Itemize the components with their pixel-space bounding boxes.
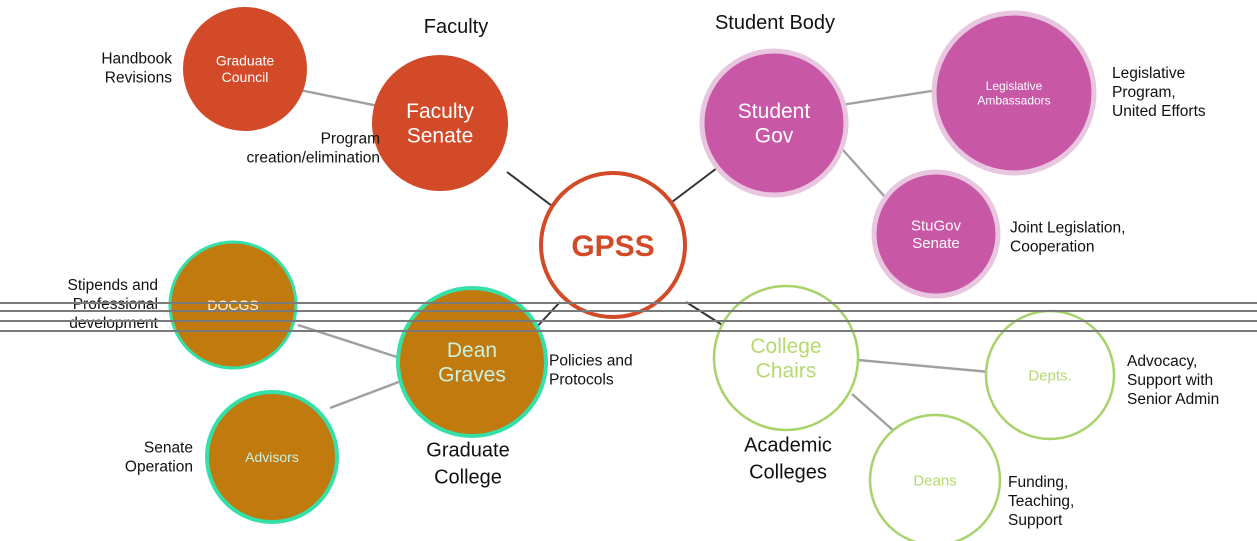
funding-annotation: Funding, Teaching, Support [1008, 474, 1074, 529]
advocacy-annotation-line: Advocacy, [1127, 353, 1197, 370]
legislative-ambassadors-node [931, 10, 1097, 176]
academic-colleges-group-label-line: Academic [744, 435, 832, 457]
render-artifact-line [0, 310, 1257, 312]
funding-annotation-line: Support [1008, 512, 1063, 529]
stipends-annotation-line: Stipends and [68, 277, 159, 294]
advocacy-annotation-line: Support with [1127, 372, 1213, 389]
deans-node-label: Deans [913, 472, 956, 489]
gpss-center-node [539, 171, 687, 319]
dean-graves-node-label-line: Graves [438, 364, 506, 387]
student-gov-link [667, 167, 718, 206]
college-chairs-node-label-line: Chairs [756, 360, 817, 383]
faculty-group-label: Faculty [424, 16, 488, 38]
advisors-node-label-line: Advisors [245, 449, 299, 465]
faculty-senate-node-label-line: Senate [407, 125, 474, 148]
stugov-senate-node-label-line: Senate [912, 235, 960, 252]
funding-annotation-line: Teaching, [1008, 493, 1074, 510]
graduate-council-node-label-line: Council [222, 69, 269, 85]
gpss-center-label: GPSS [571, 230, 654, 263]
stugov-senate-link [842, 149, 886, 198]
program-creation-annotation: Program creation/elimination [246, 131, 380, 167]
docgs-node [168, 240, 298, 370]
legislative-program-annotation-line: Legislative [1112, 65, 1185, 82]
student-body-group-label-line: Student Body [715, 12, 835, 34]
college-chairs-link [685, 301, 728, 329]
stugov-senate-node [871, 169, 1001, 299]
docgs-node-label-line: DOCGS [207, 297, 258, 313]
student-gov-node [699, 48, 849, 198]
joint-legislation-annotation-line: Cooperation [1010, 239, 1094, 256]
academic-colleges-group-label-line: Colleges [749, 462, 827, 484]
dean-graves-node [396, 286, 548, 438]
handbook-revisions-annotation-line: Handbook [101, 51, 172, 68]
joint-legislation-annotation-line: Joint Legislation, [1010, 220, 1125, 237]
legislative-ambassadors-link [840, 88, 939, 107]
deans-node-label-line: Deans [913, 472, 956, 489]
faculty-senate-node-label-line: Faculty [406, 100, 474, 123]
legislative-ambassadors-node-label-line: Legislative [986, 79, 1043, 93]
dean-graves-node-label-line: Dean [447, 339, 497, 362]
deans-link [851, 393, 896, 433]
legislative-ambassadors-node-label-line: Ambassadors [977, 93, 1050, 107]
advisors-link [329, 378, 405, 410]
graduate-council-node [183, 7, 307, 131]
faculty-group-label-line: Faculty [424, 16, 488, 38]
render-artifact-line [0, 330, 1257, 332]
graduate-college-group-label-line: Graduate [426, 440, 509, 462]
depts-node-label-line: Depts. [1028, 367, 1071, 384]
depts-link [857, 358, 991, 374]
college-chairs-node [712, 284, 860, 432]
student-body-group-label: Student Body [715, 12, 835, 34]
advisors-node-label: Advisors [245, 449, 299, 465]
legislative-program-annotation-line: Program, [1112, 84, 1176, 101]
joint-legislation-annotation: Joint Legislation, Cooperation [1010, 220, 1125, 256]
render-artifact-line [0, 302, 1257, 304]
graduate-council-node-label-line: Graduate [216, 53, 275, 69]
program-creation-annotation-line: creation/elimination [246, 150, 380, 167]
graduate-college-group-label-line: College [434, 467, 502, 489]
handbook-revisions-annotation-line: Revisions [105, 70, 172, 87]
render-artifact-line [0, 320, 1257, 322]
funding-annotation-line: Funding, [1008, 474, 1068, 491]
stugov-senate-node-label-line: StuGov [911, 217, 962, 234]
stipends-annotation-line: development [69, 315, 158, 332]
senate-operation-annotation-line: Senate [144, 440, 193, 457]
student-gov-node-label-line: Student [738, 100, 811, 123]
deans-node [868, 413, 1002, 541]
policies-protocols-annotation-line: Policies and [549, 353, 633, 370]
depts-node-label: Depts. [1028, 367, 1071, 384]
college-chairs-node-label-line: College [750, 335, 821, 358]
gpss-center-label-line: GPSS [571, 230, 654, 263]
stipends-annotation-line: Professional [73, 296, 158, 313]
policies-protocols-annotation-line: Protocols [549, 372, 614, 389]
advisors-node [205, 390, 339, 524]
advocacy-annotation-line: Senior Admin [1127, 391, 1219, 408]
docgs-node-label: DOCGS [207, 297, 258, 313]
student-gov-node-label-line: Gov [755, 125, 794, 148]
faculty-senate-node [372, 55, 508, 191]
senate-operation-annotation-line: Operation [125, 459, 193, 476]
program-creation-annotation-line: Program [321, 131, 380, 148]
legislative-program-annotation-line: United Efforts [1112, 103, 1206, 120]
